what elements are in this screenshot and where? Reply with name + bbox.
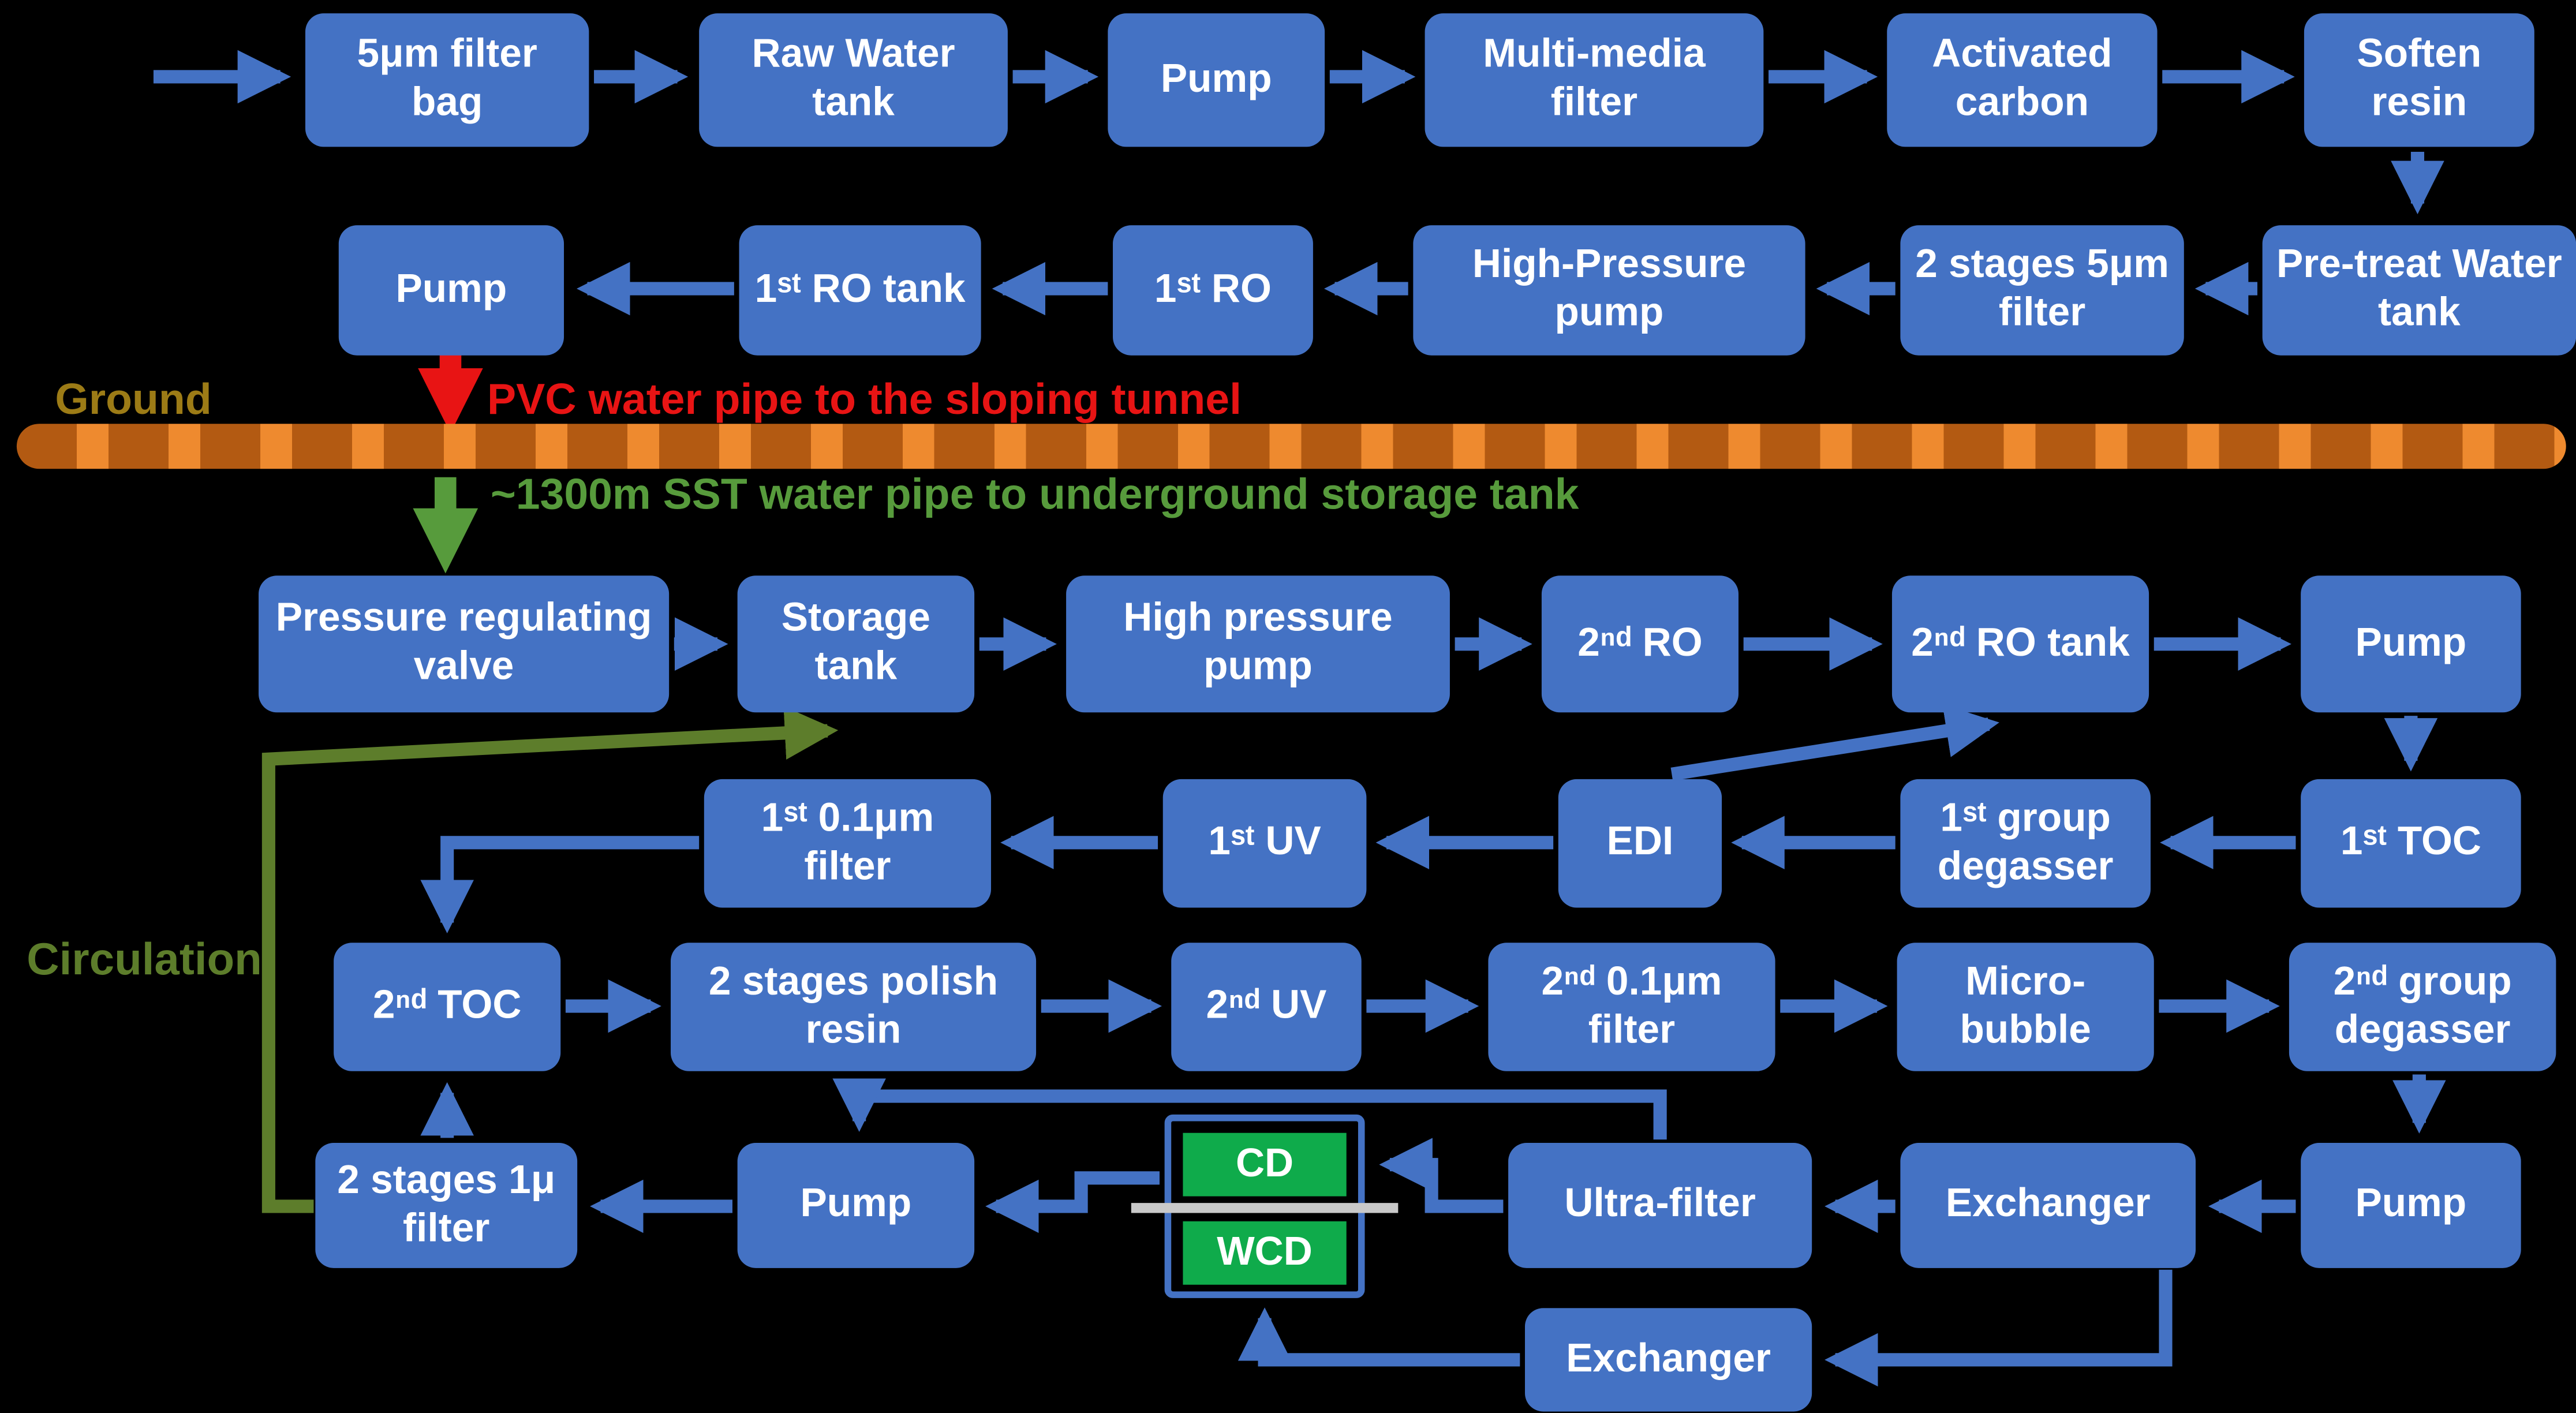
node-cd: CD — [1183, 1132, 1347, 1197]
node-exchanger-1: Exchanger — [1900, 1143, 2196, 1268]
node-soften-resin: Soften resin — [2304, 13, 2534, 147]
pvc-pipe-label: PVC water pipe to the sloping tunnel — [487, 373, 1242, 424]
cd-wcd-unit: CD WCD — [1131, 1114, 1399, 1298]
node-2stages-5um-filter: 2 stages 5μm filter — [1900, 225, 2184, 356]
cd-wcd-separator — [1131, 1203, 1399, 1213]
node-2stages-1u-filter: 2 stages 1μ filter — [315, 1143, 578, 1268]
arrow-01umfilter-to-2ndtoc — [420, 836, 700, 934]
node-pre-treat-water-tank: Pre-treat Water tank — [2262, 225, 2576, 356]
node-1st-ro: 1ˢᵗ RO — [1113, 225, 1313, 356]
arrow-exchanger-to-exchanger2 — [1824, 1269, 2173, 1387]
node-2nd-toc: 2ⁿᵈ TOC — [334, 943, 561, 1071]
node-raw-water-tank: Raw Water tank — [699, 13, 1008, 147]
node-1st-toc: 1ˢᵗ TOC — [2301, 779, 2521, 908]
node-1st-01um-filter: 1ˢᵗ 0.1μm filter — [704, 779, 992, 908]
ground-bar — [16, 424, 2566, 469]
node-exchanger-2: Exchanger — [1525, 1308, 1812, 1412]
node-wcd: WCD — [1183, 1221, 1347, 1285]
node-pump-2: Pump — [338, 225, 564, 356]
node-ultra-filter: Ultra-filter — [1508, 1143, 1812, 1268]
arrow-cdwcd-to-pump — [985, 1171, 1160, 1233]
node-2nd-01um-filter: 2ⁿᵈ 0.1μm filter — [1488, 943, 1775, 1071]
node-2stages-polish-resin: 2 stages polish resin — [671, 943, 1037, 1071]
node-edi: EDI — [1558, 779, 1722, 908]
node-pump-4: Pump — [2301, 1143, 2521, 1268]
circulation-label: Circulation — [27, 934, 262, 985]
node-1st-ro-tank: 1ˢᵗ RO tank — [739, 225, 981, 356]
node-2nd-group-degasser: 2ⁿᵈ group degasser — [2289, 943, 2556, 1071]
node-2nd-ro-tank: 2ⁿᵈ RO tank — [1891, 575, 2149, 713]
node-pump-5: Pump — [737, 1143, 975, 1268]
node-1st-group-degasser: 1ˢᵗ group degasser — [1900, 779, 2151, 908]
node-5um-filter-bag: 5μm filter bag — [305, 13, 589, 147]
arrow-edi-to-2ndrotank — [1670, 704, 1999, 781]
node-1st-uv: 1ˢᵗ UV — [1162, 779, 1367, 908]
node-micro-bubble: Micro-bubble — [1897, 943, 2154, 1071]
node-high-pressure-pump-1: High-Pressure pump — [1413, 225, 1805, 356]
node-2nd-uv: 2ⁿᵈ UV — [1171, 943, 1362, 1071]
arrow-ultrafilter-to-pump-loop — [832, 1078, 1667, 1140]
sst-pipe-label: ~1300m SST water pipe to underground sto… — [490, 469, 1579, 519]
arrow-circulation-to-storage — [261, 706, 839, 1213]
node-pressure-regulating-valve: Pressure regulating valve — [259, 575, 670, 713]
node-storage-tank: Storage tank — [737, 575, 975, 713]
node-high-pressure-pump-2: High pressure pump — [1066, 575, 1450, 713]
node-2nd-ro: 2ⁿᵈ RO — [1541, 575, 1739, 713]
node-pump-3: Pump — [2301, 575, 2521, 713]
node-multi-media-filter: Multi-media filter — [1425, 13, 1764, 147]
ground-label: Ground — [55, 373, 212, 424]
arrow-ultrafilter-to-cd — [1379, 1138, 1504, 1213]
node-pump-1: Pump — [1108, 13, 1325, 147]
node-activated-carbon: Activated carbon — [1887, 13, 2158, 147]
arrow-exchanger2-to-wcd — [1237, 1307, 1520, 1367]
